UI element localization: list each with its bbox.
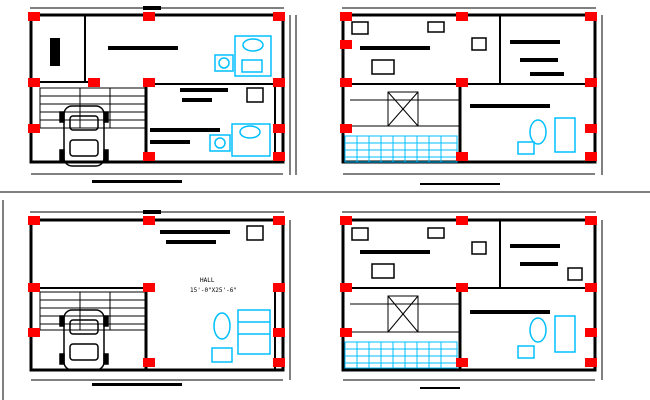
stove xyxy=(351,227,369,241)
hall-label: HALL xyxy=(200,277,215,284)
counter xyxy=(360,250,430,254)
plan-title-underline xyxy=(92,383,182,386)
counter xyxy=(530,72,564,76)
wardrobe xyxy=(50,38,60,66)
counter xyxy=(510,40,560,44)
column-markers xyxy=(340,12,597,161)
car-icon xyxy=(59,105,109,167)
plan-first-floor xyxy=(340,7,603,185)
plan-third-floor xyxy=(340,211,603,389)
dining-table xyxy=(371,263,395,279)
dining-table xyxy=(371,59,395,75)
staircase xyxy=(350,295,460,333)
plan-title-underline xyxy=(92,180,182,183)
column-markers xyxy=(28,12,285,161)
grid-floor xyxy=(344,135,458,163)
counter xyxy=(150,128,220,132)
dimension-tag xyxy=(143,210,161,214)
stove xyxy=(246,225,264,241)
counter xyxy=(510,244,560,248)
car-icon xyxy=(59,309,109,371)
bath-fixture-icon xyxy=(517,117,576,155)
counter xyxy=(182,98,212,102)
toilet-fixture-icon xyxy=(214,35,272,77)
plan-ground-floor xyxy=(28,6,297,183)
outer-wall xyxy=(341,218,597,372)
column-markers xyxy=(28,216,285,367)
bath-fixture-icon xyxy=(211,309,271,363)
counter xyxy=(160,230,230,234)
dimension-tag xyxy=(143,6,161,10)
sink xyxy=(427,21,445,33)
fridge xyxy=(471,241,487,255)
plan-title-underline xyxy=(420,183,500,185)
staircase xyxy=(350,91,460,127)
plan-second-floor: HALL 15'-0"X25'-6" xyxy=(28,210,291,386)
sink xyxy=(427,227,445,239)
plan-title-underline xyxy=(420,387,460,389)
stove xyxy=(351,21,369,35)
outer-wall xyxy=(341,13,597,164)
outer-wall xyxy=(29,218,285,372)
counter xyxy=(166,240,216,244)
counter xyxy=(520,262,558,266)
fridge xyxy=(471,37,487,51)
staircase xyxy=(39,291,146,331)
counter xyxy=(108,46,178,50)
bath-fixture-icon xyxy=(209,123,271,157)
counter xyxy=(150,140,190,144)
column-markers xyxy=(340,216,597,367)
staircase xyxy=(39,87,146,129)
stove xyxy=(246,87,264,103)
hall-dimensions: 15'-0"X25'-6" xyxy=(190,287,237,294)
outer-wall xyxy=(29,13,285,164)
counter xyxy=(520,58,558,62)
grid-floor xyxy=(344,341,458,369)
counter xyxy=(180,88,228,92)
wall-unit xyxy=(567,267,583,281)
counter xyxy=(360,46,430,50)
counter xyxy=(470,310,550,314)
counter xyxy=(470,104,550,108)
bath-fixture-icon xyxy=(517,315,576,359)
